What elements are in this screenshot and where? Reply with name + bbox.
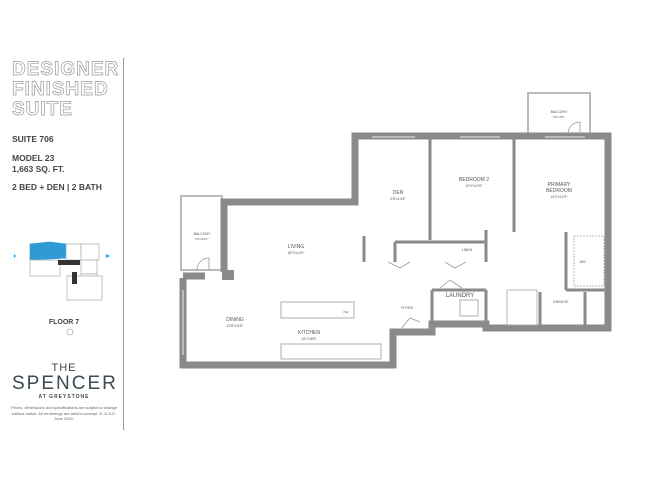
balcony-top-dim: 9'9"x6'5" [553, 115, 564, 119]
den-dim: 9'8"x14'6" [390, 197, 406, 201]
dining-label: DINING [226, 317, 244, 323]
living-dim: 18'3"x14'0" [287, 251, 305, 255]
arrow-left-icon [14, 254, 16, 258]
foyer-label: FOYER [401, 306, 414, 310]
dishwasher-label: DW [344, 310, 349, 314]
doors [196, 121, 581, 331]
wic-label: WIC [580, 260, 587, 264]
living-label: LIVING [288, 244, 305, 250]
balcony-left-dim: 6'0"x10'1" [195, 237, 208, 241]
divider [123, 58, 124, 430]
arrow-right-icon [106, 254, 110, 258]
bedroom2-dim: 10'9"x12'6" [465, 184, 483, 188]
bathtub [506, 289, 538, 326]
balcony-left-label: BALCONY [194, 232, 211, 236]
suite-number: SUITE 706 [12, 134, 54, 144]
washer-dryer [459, 299, 479, 317]
den-label: DEN [393, 190, 404, 196]
beds-baths: 2 BED + DEN | 2 BATH [12, 182, 102, 192]
interior-walls [362, 136, 608, 328]
kitchen-counter [280, 343, 382, 360]
bedroom2-label: BEDROOM 2 [459, 177, 489, 183]
brand-sub: AT GREYSTONE [38, 394, 90, 400]
primary-dim: 13'2"x12'9" [550, 195, 568, 199]
linen-label: LINEN [462, 248, 473, 252]
heading-line-1: DESIGNER [12, 59, 120, 80]
north-arrow-icon [66, 328, 74, 336]
brand-name: SPENCER [12, 373, 118, 394]
windows [182, 136, 585, 355]
disclaimer: Prices, dimensions and specifications ar… [11, 405, 117, 421]
kitchen-island [280, 301, 355, 319]
model-number: MODEL 23 [12, 153, 55, 163]
laundry-label: LAUNDRY [446, 293, 475, 299]
ensuite-label: ENSUITE [553, 300, 569, 304]
balcony-top-label: BALCONY [551, 110, 568, 114]
wall-column [222, 270, 234, 280]
brand-logo: THE SPENCER AT GREYSTONE [12, 362, 116, 400]
square-footage: 1,663 SQ. FT. [12, 164, 65, 174]
kitchen-dim: 16'4"x8'5" [301, 337, 317, 341]
primary-label-1: PRIMARY [548, 182, 571, 188]
kitchen-label: KITCHEN [298, 330, 320, 336]
primary-label-2: BEDROOM [546, 188, 572, 194]
heading-line-3: SUITE [12, 99, 73, 120]
floor-label: FLOOR 7 [49, 319, 79, 326]
heading-line-2: FINISHED [12, 79, 109, 100]
key-plan: FLOOR 7 [14, 241, 110, 336]
wic-shelving [573, 235, 605, 287]
brand-the: THE [51, 362, 77, 374]
balcony-top [527, 92, 591, 136]
dining-dim: 12'8"x11'8" [227, 324, 245, 328]
